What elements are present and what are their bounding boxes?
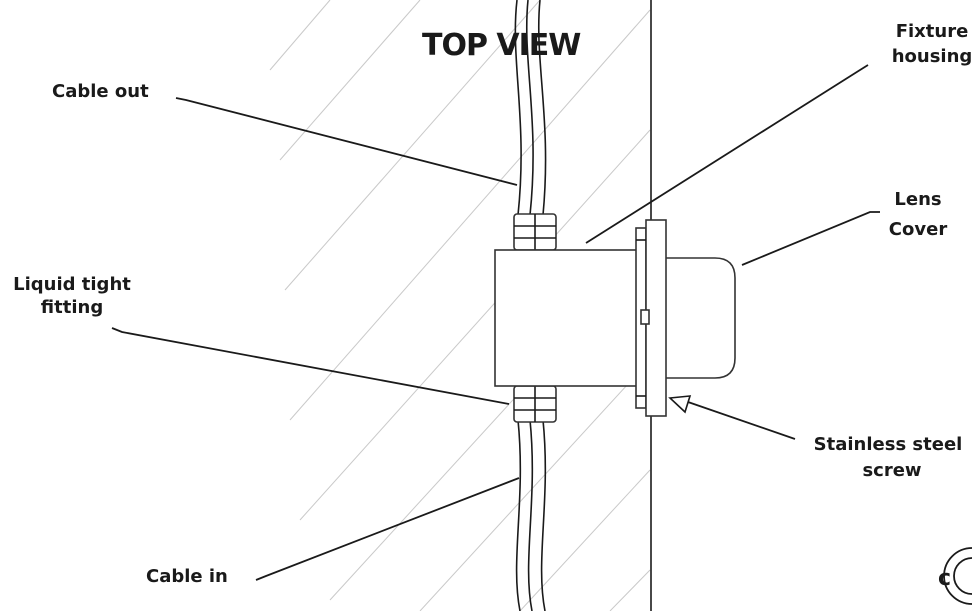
mounting-flange — [635, 219, 667, 417]
lower-liquid-tight-fitting — [513, 385, 557, 423]
fixture-housing-body — [494, 249, 639, 387]
lens-cover-shape — [651, 257, 736, 379]
label-lens-cover-line1: Lens — [894, 189, 941, 210]
label-cable-out: Cable out — [52, 81, 149, 102]
leader-cable-out — [175, 97, 518, 186]
leader-lens-cover — [741, 211, 880, 266]
label-lens-cover-line2: Cover — [889, 219, 948, 240]
label-stainless-steel-screw-line1: Stainless steel — [814, 434, 963, 455]
leader-liquid-tight-fitting — [111, 327, 510, 405]
cable-in — [515, 419, 547, 611]
label-stainless-steel-screw-line2: screw — [862, 460, 921, 481]
label-liquid-tight-fitting-line2: fitting — [41, 297, 103, 318]
leader-fixture-housing — [585, 64, 869, 244]
diagram-title: TOP VIEW — [422, 28, 581, 63]
label-fixture-housing-line2: housing — [892, 46, 972, 67]
label-fixture-housing-line1: Fixture — [896, 21, 969, 42]
leader-stainless-steel-screw — [687, 401, 796, 440]
certification-mark: c — [938, 547, 972, 605]
label-liquid-tight-fitting-line1: Liquid tight — [13, 274, 131, 295]
upper-liquid-tight-fitting — [513, 213, 557, 251]
label-cable-in: Cable in — [146, 566, 228, 587]
arrow-stainless-steel-screw — [668, 395, 692, 414]
cable-out — [514, 0, 547, 216]
leader-cable-in — [255, 477, 520, 581]
wall-hatching — [269, 0, 651, 611]
